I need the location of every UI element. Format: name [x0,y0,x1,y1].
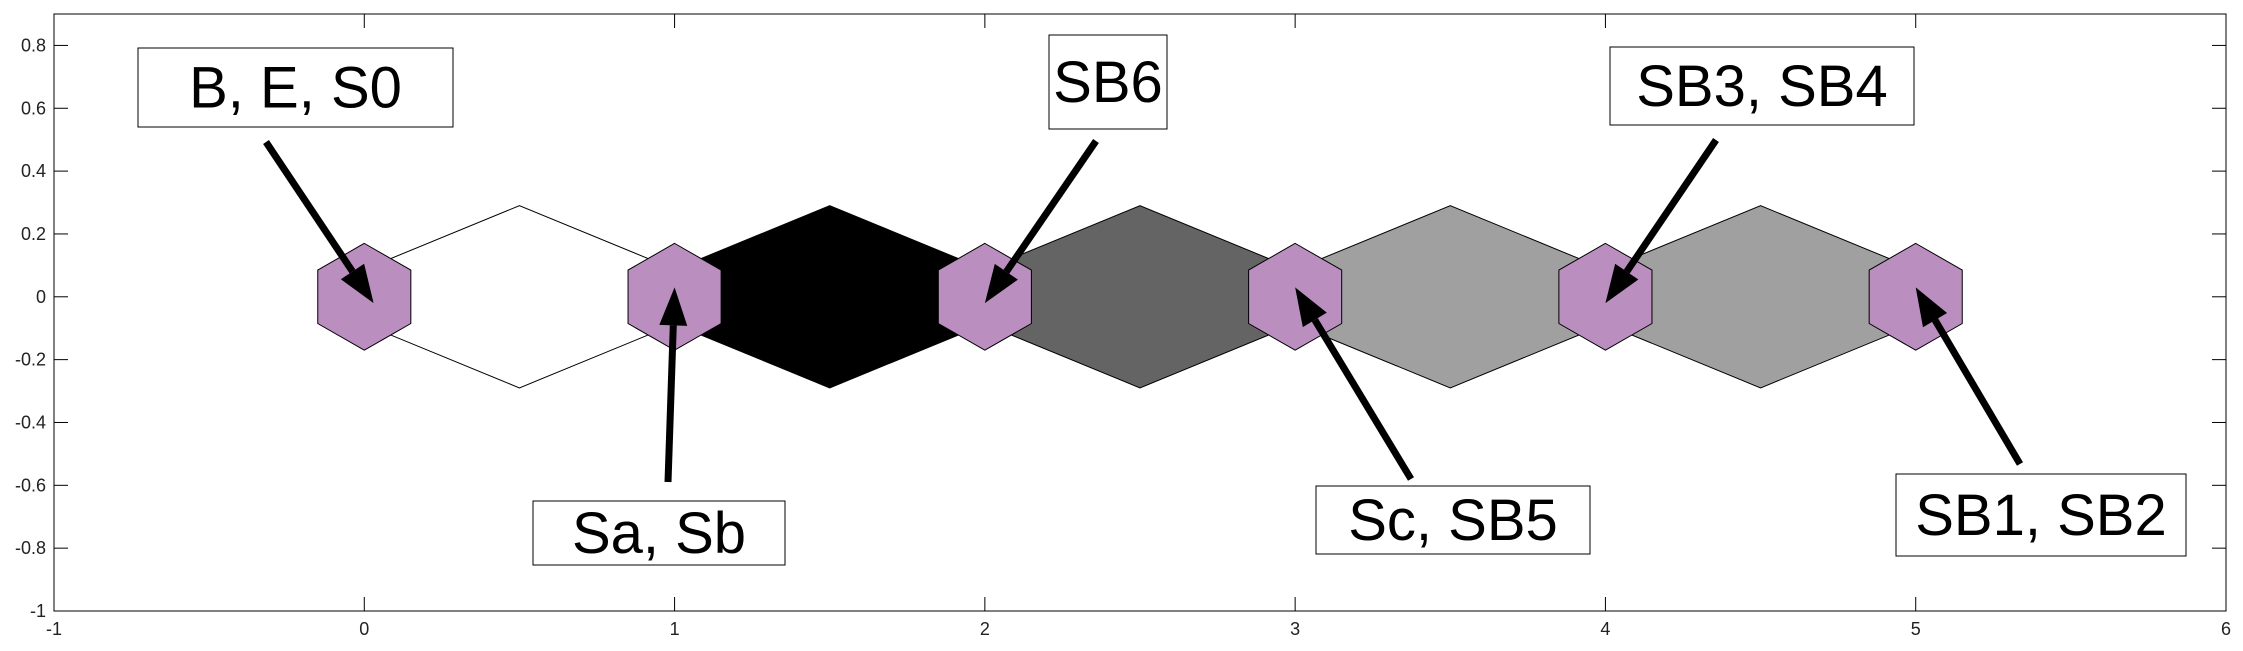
annotation-arrow-head [1605,263,1639,304]
annotation: SB3, SB4 [1605,46,1915,304]
annotation-arrow-shaft [1311,318,1414,481]
annotation-arrow-shaft [1932,318,2024,466]
annotation-box [532,500,786,566]
annotation-arrow-head [1295,287,1327,328]
annotation: Sa, Sb [532,287,786,566]
y-tick-label: -1 [30,601,46,621]
y-tick-label: 0.4 [21,161,46,181]
annotation-box [1315,485,1591,555]
annotation-box [137,47,454,128]
annotation: SB1, SB2 [1895,287,2187,557]
annotation-label: SB6 [1053,50,1163,115]
x-tick-label: -1 [46,619,62,639]
annotation-box [1048,34,1168,130]
annotation: SB6 [984,34,1168,304]
annotation: B, E, S0 [137,47,454,304]
x-tick-label: 5 [1911,619,1921,639]
x-tick-label: 4 [1600,619,1610,639]
y-tick-label: 0 [36,287,46,307]
x-tick-label: 2 [980,619,990,639]
x-axis-ticks: -1 0 1 2 3 4 5 6 [46,14,2231,639]
annotation-label: B, E, S0 [189,56,402,121]
annotation-arrow-shaft [263,140,356,274]
x-tick-label: 1 [670,619,680,639]
y-tick-label: 0.2 [21,224,46,244]
annotation-label: Sa, Sb [572,501,746,566]
y-tick-label: -0.6 [15,475,46,495]
annotation-arrow-shaft [1623,138,1719,274]
annotation-arrow-shaft [664,325,677,483]
x-tick-label: 0 [359,619,369,639]
y-tick-label: -0.2 [15,350,46,370]
annotation-label: Sc, SB5 [1348,488,1558,553]
annotation-arrow-head [984,263,1018,304]
annotation-box [1609,46,1915,126]
annotation-label: SB3, SB4 [1636,54,1887,119]
y-tick-label: 0.6 [21,98,46,118]
x-tick-label: 3 [1290,619,1300,639]
annotation-box [1895,473,2187,557]
annotation: Sc, SB5 [1295,287,1591,555]
y-tick-label: -0.4 [15,412,46,432]
y-axis-ticks: -1 -0.8 -0.6 -0.4 -0.2 0 0.2 0.4 0.6 0.8 [15,35,2226,621]
annotation-arrow-head [1915,287,1948,328]
small-hexagon [317,242,412,351]
y-tick-label: 0.8 [21,35,46,55]
annotation-arrow-head [659,287,688,326]
y-tick-label: -0.8 [15,538,46,558]
annotation-arrow-shaft [1003,139,1099,274]
annotation-arrow-head [340,263,374,304]
large-hexagons [363,205,1917,389]
small-hexagons [317,242,1963,351]
annotation-label: SB1, SB2 [1915,483,2166,548]
x-tick-label: 6 [2221,619,2231,639]
